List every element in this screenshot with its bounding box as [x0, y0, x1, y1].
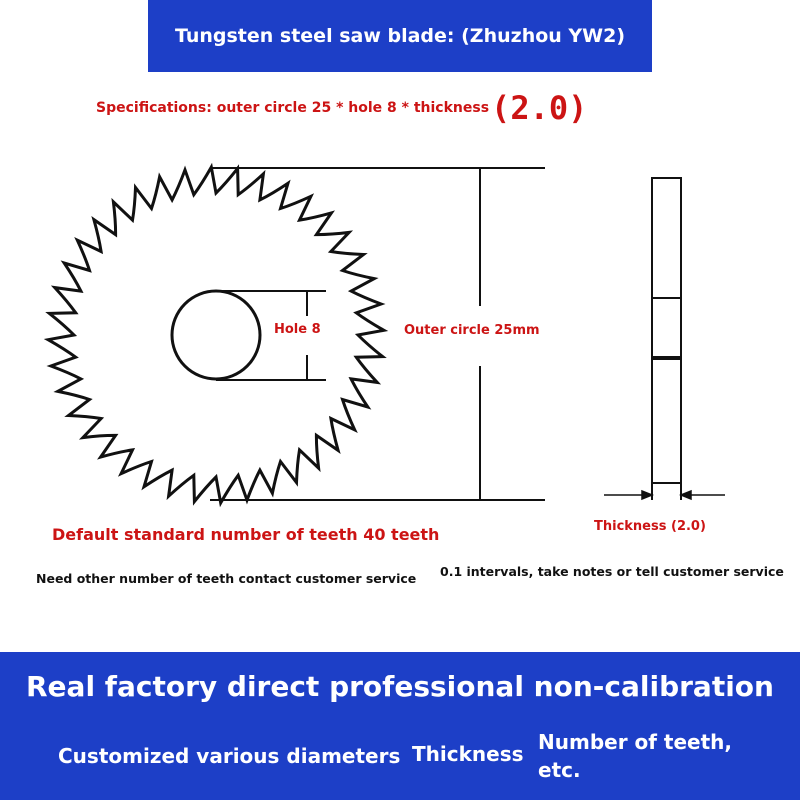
thickness-dimension: [604, 489, 725, 501]
hole-dimension: [216, 290, 326, 381]
blade-side-view: [651, 177, 682, 500]
saw-blade-outline: [43, 162, 389, 508]
footer-banner: Real factory direct professional non-cal…: [0, 652, 800, 800]
spec-text: Specifications: outer circle 25 * hole 8…: [96, 100, 490, 116]
title-banner: Tungsten steel saw blade: (Zhuzhou YW2): [148, 0, 652, 72]
outer-circle-label: Outer circle 25mm: [404, 323, 540, 338]
saw-blade-drawing: [43, 162, 725, 508]
footer-headline: Real factory direct professional non-cal…: [26, 670, 774, 703]
page-title: Tungsten steel saw blade: (Zhuzhou YW2): [174, 25, 626, 47]
interval-note: 0.1 intervals, take notes or tell custom…: [440, 564, 784, 579]
center-hole: [170, 289, 262, 381]
hole-label: Hole 8: [274, 322, 321, 337]
outer-dimension: [210, 167, 545, 501]
feature-thickness: Thickness: [412, 742, 524, 766]
feature-teeth: Number of teeth, etc.: [538, 730, 733, 782]
feature-diameters: Customized various diameters: [58, 744, 401, 768]
spec-thickness-value: (2.0): [491, 89, 588, 127]
teeth-note: Need other number of teeth contact custo…: [36, 571, 417, 586]
spec-line: Specifications: outer circle 25 * hole 8…: [96, 88, 587, 128]
thickness-label: Thickness (2.0): [594, 519, 706, 534]
teeth-label: Default standard number of teeth 40 teet…: [52, 525, 440, 544]
